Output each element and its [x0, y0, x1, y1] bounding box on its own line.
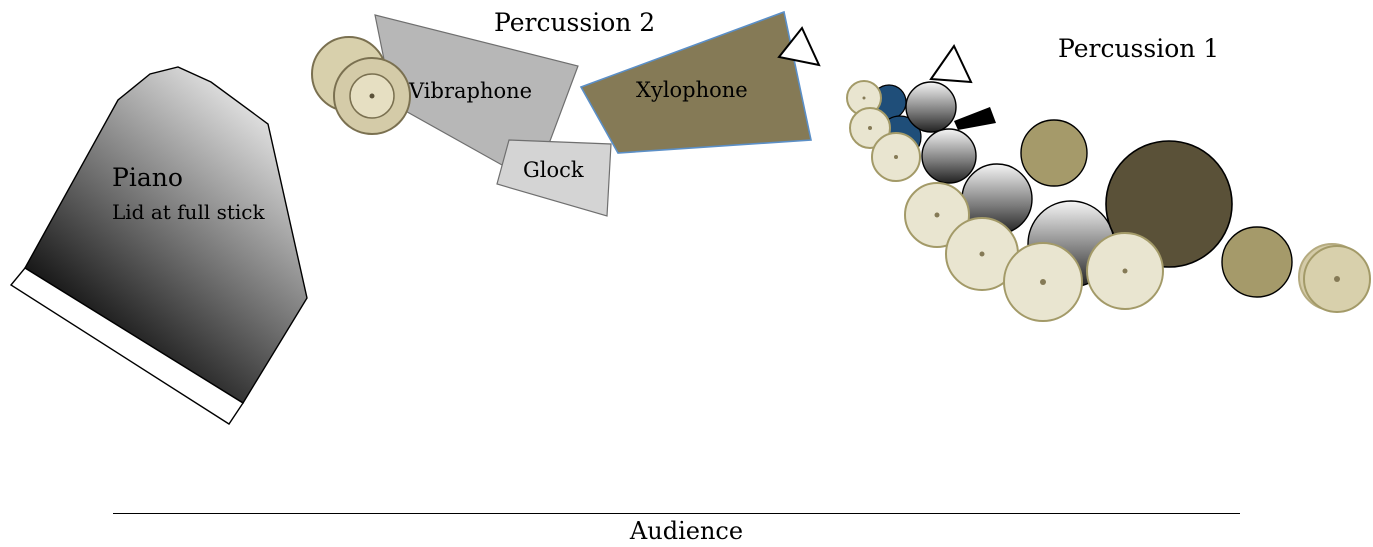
stand-marker-icon [954, 107, 996, 130]
percussion-2-section: Percussion 2 Vibraphone Glock Xylophone [311, 8, 821, 217]
piano-note-label: Lid at full stick [112, 200, 265, 224]
xylophone-label: Xylophone [636, 78, 748, 102]
music-stand-icon [929, 44, 973, 84]
tom-1 [905, 81, 957, 133]
drumhead-3-dot [894, 155, 898, 159]
glock [496, 139, 612, 217]
piano-keyboard [9, 267, 244, 425]
piano-body [24, 66, 308, 404]
cymbal-center-dot [1334, 276, 1340, 282]
drumhead-6-dot [1040, 279, 1046, 285]
percussion-1-section: Percussion 1 [846, 34, 1371, 322]
piano: Piano Lid at full stick [9, 66, 308, 425]
drumhead-5-dot [979, 251, 985, 257]
vibraphone-label: Vibraphone [408, 79, 532, 103]
percussion-1-label: Percussion 1 [1058, 34, 1219, 63]
drum-center-dot [369, 93, 375, 99]
audience-line [113, 513, 1240, 514]
bronze-drum-1 [1020, 119, 1088, 187]
drumhead-4-dot [934, 212, 940, 218]
xylophone [579, 10, 812, 154]
audience-label: Audience [629, 517, 744, 545]
drumhead-7-dot [1122, 268, 1128, 274]
drumhead-2-dot [868, 126, 872, 130]
percussion-2-label: Percussion 2 [494, 8, 655, 37]
piano-label: Piano [112, 163, 183, 192]
music-stand-icon [777, 26, 821, 67]
bronze-drum-2 [1221, 226, 1293, 298]
glock-label: Glock [523, 158, 584, 182]
drumhead-1-dot [862, 96, 866, 100]
tom-2 [921, 128, 977, 184]
